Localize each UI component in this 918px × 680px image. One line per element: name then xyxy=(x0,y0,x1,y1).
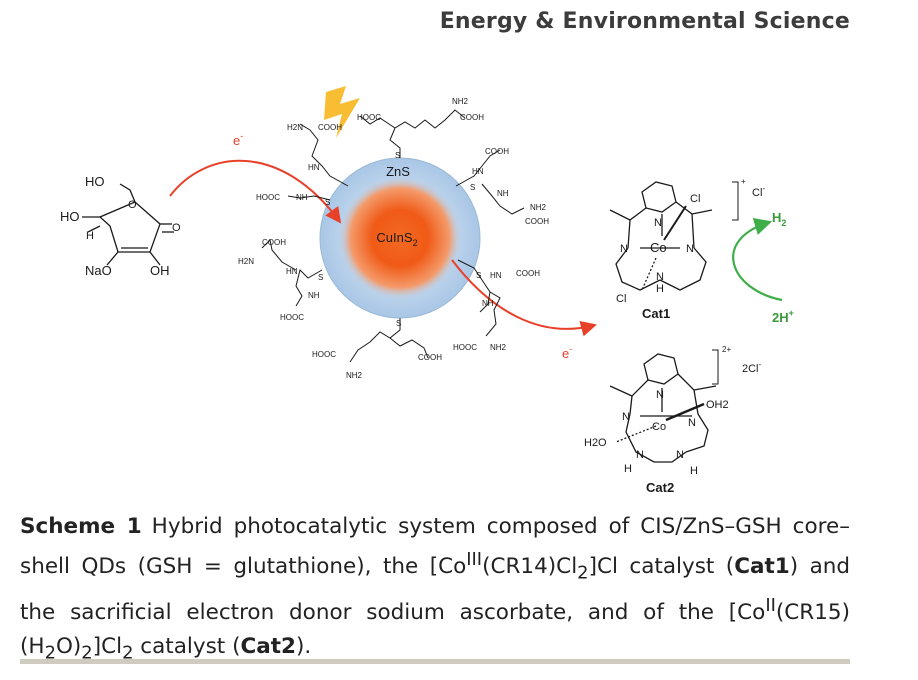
svg-text:H: H xyxy=(624,463,632,475)
svg-text:HN: HN xyxy=(472,167,484,176)
svg-text:HO: HO xyxy=(60,209,80,224)
svg-text:N: N xyxy=(688,417,696,429)
svg-text:Co: Co xyxy=(652,421,666,433)
cat2-labels: N N Co N N N H H OH2 H2O 2+ 2Cl- Cat2 xyxy=(584,345,762,495)
scheme-figure: ZnS CuInS2 e- e- HO HO H O O NaO OH xyxy=(60,86,794,495)
svg-text:NH2: NH2 xyxy=(530,203,547,212)
svg-text:H: H xyxy=(690,465,698,477)
svg-text:HOOC: HOOC xyxy=(312,350,336,359)
svg-text:Cl: Cl xyxy=(616,293,626,305)
svg-text:HOOC: HOOC xyxy=(357,113,381,122)
svg-text:N: N xyxy=(676,449,684,461)
cuins2-core xyxy=(338,176,462,300)
svg-text:HN: HN xyxy=(308,163,320,172)
svg-text:S: S xyxy=(318,273,323,282)
svg-text:Cl: Cl xyxy=(690,193,700,205)
svg-text:COOH: COOH xyxy=(262,238,286,247)
svg-text:S: S xyxy=(395,151,400,160)
h2-evolution-arrow xyxy=(732,218,783,302)
svg-text:Co: Co xyxy=(650,240,667,255)
footer-rule xyxy=(20,659,850,664)
svg-text:S: S xyxy=(325,198,330,207)
caption-cat2: Cat2 xyxy=(240,633,296,659)
svg-text:COOH: COOH xyxy=(418,353,442,362)
ascorbate-labels: HO HO H O O NaO OH xyxy=(60,174,181,278)
cat1-label: Cat1 xyxy=(642,306,670,321)
caption-cat1: Cat1 xyxy=(734,554,790,580)
cat1-counter-ion: Cl- xyxy=(752,184,765,199)
svg-text:NH2: NH2 xyxy=(490,343,507,352)
journal-title: Energy & Environmental Science xyxy=(439,9,850,34)
svg-text:NH: NH xyxy=(308,291,320,300)
light-bolt-icon xyxy=(324,86,360,138)
electron-transfer-arrow-in xyxy=(169,159,342,224)
svg-text:N: N xyxy=(654,217,662,229)
glutathione-labels: NH2 COOH HOOC H2N COOH HN S COOH HN S NH… xyxy=(238,97,549,380)
svg-text:H2N: H2N xyxy=(287,123,303,132)
svg-text:NaO: NaO xyxy=(85,263,112,278)
svg-text:OH2: OH2 xyxy=(706,399,729,411)
svg-text:N: N xyxy=(686,243,694,255)
shell-label: ZnS xyxy=(386,164,410,179)
svg-text:HOOC: HOOC xyxy=(453,343,477,352)
svg-text:NH: NH xyxy=(497,189,509,198)
cat1-labels: N N Co N N H Cl Cl + Cl- Cat1 xyxy=(616,177,765,321)
svg-text:HN: HN xyxy=(490,271,502,280)
electron-transfer-arrow-out xyxy=(451,259,597,337)
svg-text:N: N xyxy=(620,243,628,255)
cat1-structure xyxy=(609,181,739,291)
svg-text:COOH: COOH xyxy=(485,147,509,156)
sodium-ascorbate-structure xyxy=(82,183,174,266)
svg-text:HOOC: HOOC xyxy=(256,193,280,202)
svg-text:O: O xyxy=(172,222,181,234)
h2-product: H2 xyxy=(772,210,786,228)
svg-text:S: S xyxy=(470,183,475,192)
svg-text:NH2: NH2 xyxy=(452,97,469,106)
svg-text:OH: OH xyxy=(150,263,170,278)
svg-text:HO: HO xyxy=(85,174,105,189)
svg-text:COOH: COOH xyxy=(525,217,549,226)
svg-text:2+: 2+ xyxy=(722,345,731,354)
svg-text:N: N xyxy=(656,389,664,401)
svg-text:+: + xyxy=(741,177,746,186)
svg-text:N: N xyxy=(636,449,644,461)
svg-text:S: S xyxy=(476,271,481,280)
svg-text:COOH: COOH xyxy=(460,113,484,122)
cat2-label: Cat2 xyxy=(646,480,674,495)
core-label: CuInS2 xyxy=(376,230,417,248)
svg-text:H2N: H2N xyxy=(238,257,254,266)
svg-text:NH: NH xyxy=(482,299,494,308)
svg-text:HOOC: HOOC xyxy=(280,313,304,322)
svg-text:COOH: COOH xyxy=(516,269,540,278)
svg-text:S: S xyxy=(396,319,401,328)
svg-text:NH: NH xyxy=(296,193,308,202)
glutathione-ligands xyxy=(261,109,525,363)
svg-text:N: N xyxy=(656,271,664,283)
cat2-structure xyxy=(609,349,719,463)
svg-text:NH2: NH2 xyxy=(346,371,363,380)
cat2-counter-ion: 2Cl- xyxy=(742,360,762,375)
svg-text:O: O xyxy=(128,199,137,211)
svg-text:H2O: H2O xyxy=(584,437,607,449)
proton-substrate: 2H+ xyxy=(772,308,794,325)
svg-text:N: N xyxy=(622,411,630,423)
quantum-dot: ZnS CuInS2 xyxy=(319,157,481,319)
svg-text:H: H xyxy=(86,230,94,242)
electron-label-in: e- xyxy=(233,131,243,148)
svg-text:COOH: COOH xyxy=(318,123,342,132)
svg-text:HN: HN xyxy=(286,267,298,276)
caption-label: Scheme 1 xyxy=(20,514,142,539)
svg-text:H: H xyxy=(656,283,664,295)
electron-label-out: e- xyxy=(562,344,572,361)
